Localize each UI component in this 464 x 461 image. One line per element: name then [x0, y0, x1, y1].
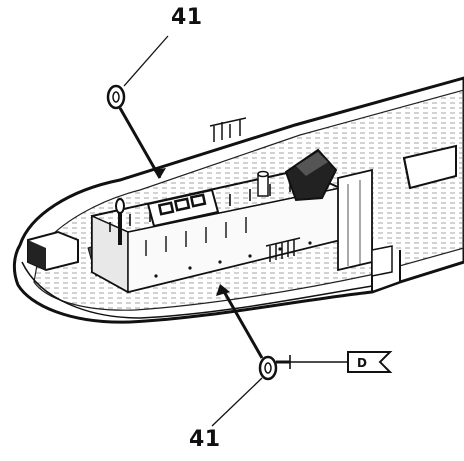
flag-connector: D [276, 351, 393, 373]
insert-arrow-bottom [216, 284, 264, 359]
aft-bulwark [337, 168, 393, 277]
part-41-upper [106, 84, 126, 110]
bridge-windows [146, 188, 220, 228]
funnel [284, 148, 338, 202]
vent-cylinder [257, 170, 269, 197]
rear-hatch [402, 144, 457, 190]
side-fittings [265, 237, 301, 262]
flag-label: D [357, 356, 367, 370]
part-41-lower [258, 355, 278, 381]
leader-line-top [123, 35, 169, 87]
part-number-callout-bottom: 41 [189, 427, 221, 452]
part-number-callout-top: 41 [171, 5, 203, 30]
leader-line-bottom [211, 377, 263, 427]
insert-arrow-top [118, 107, 166, 179]
mast-post [115, 198, 125, 245]
rear-antennas [209, 117, 247, 142]
